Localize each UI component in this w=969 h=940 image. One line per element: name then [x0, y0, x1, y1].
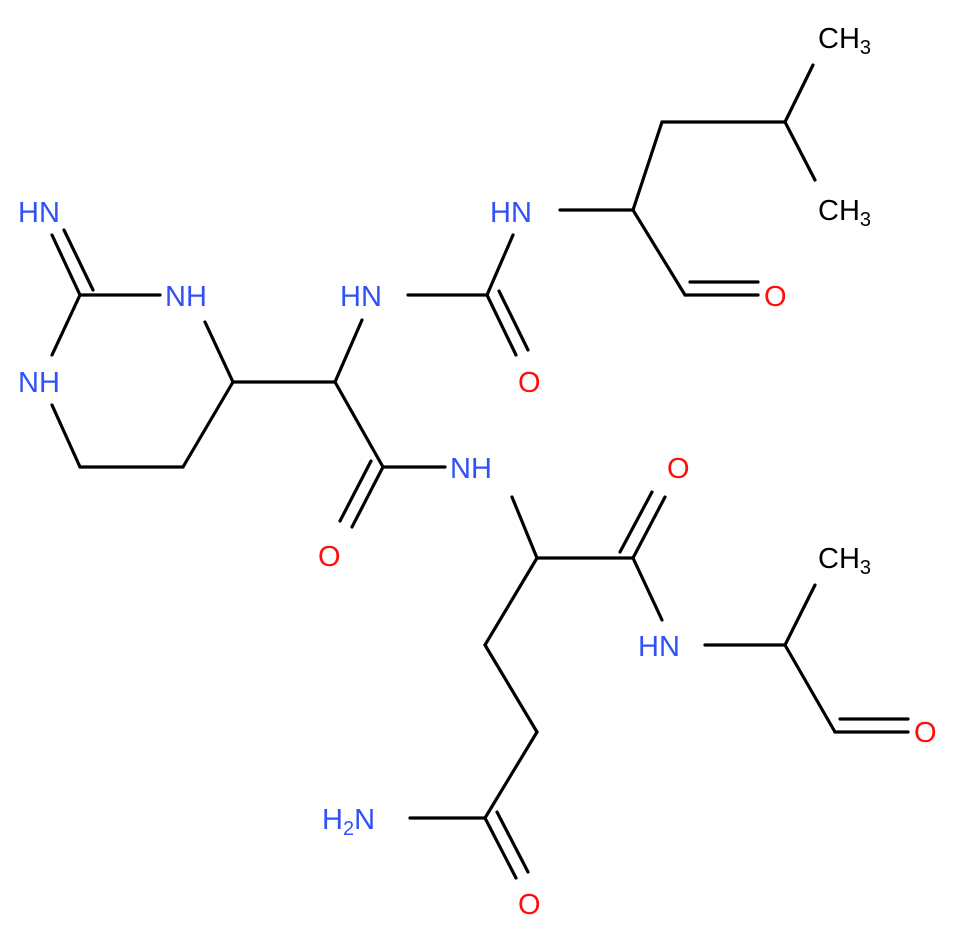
- ch3-mid-label: CH3: [818, 195, 871, 231]
- bond: [483, 643, 539, 734]
- atom-labels: HN NH NH HN HN O O CH3 CH3 O NH O CH3 HN…: [18, 23, 937, 921]
- nh-urea-right-label: HN: [490, 197, 532, 229]
- bond: [350, 465, 385, 529]
- bond: [333, 380, 385, 469]
- nh-ring-upper-label: NH: [165, 281, 207, 313]
- ch3-right-label: CH3: [818, 543, 871, 579]
- bond: [631, 495, 667, 560]
- bond: [483, 816, 518, 880]
- bond: [618, 490, 654, 554]
- bond: [783, 643, 837, 734]
- bond: [203, 320, 235, 384]
- nh-amide-center-label: NH: [450, 453, 492, 485]
- o-amide-left-label: O: [318, 541, 341, 573]
- bond: [485, 233, 515, 297]
- bond: [510, 495, 539, 560]
- ch3-top-label: CH3: [818, 23, 871, 59]
- o-urea-label: O: [518, 367, 541, 399]
- bond: [497, 289, 530, 352]
- bond: [50, 293, 82, 357]
- bonds: [50, 63, 910, 880]
- bond: [338, 459, 373, 523]
- o-aldehyde-bottom-label: O: [914, 717, 937, 749]
- bond: [333, 318, 364, 384]
- nh-urea-left-label: HN: [340, 281, 382, 313]
- bond: [631, 208, 687, 297]
- o-amide-right-label: O: [667, 453, 690, 485]
- bond: [483, 556, 539, 647]
- bond: [783, 63, 815, 124]
- bond: [62, 228, 95, 292]
- bond: [50, 233, 82, 297]
- bond: [485, 293, 518, 357]
- bond: [631, 120, 664, 212]
- nh2-amide-label: H2N: [322, 804, 375, 840]
- bond: [495, 810, 530, 874]
- o-aldehyde-top-label: O: [764, 281, 787, 313]
- o-amide-bottom-label: O: [518, 889, 541, 921]
- bond: [631, 556, 664, 622]
- bond: [783, 120, 817, 182]
- nh-amide-right-label: HN: [638, 631, 680, 663]
- nh-imine-label: HN: [18, 197, 60, 229]
- bond: [181, 380, 235, 469]
- bond: [483, 730, 539, 820]
- nh-ring-lower-label: NH: [18, 367, 60, 399]
- bond: [783, 583, 817, 647]
- bond: [50, 403, 82, 469]
